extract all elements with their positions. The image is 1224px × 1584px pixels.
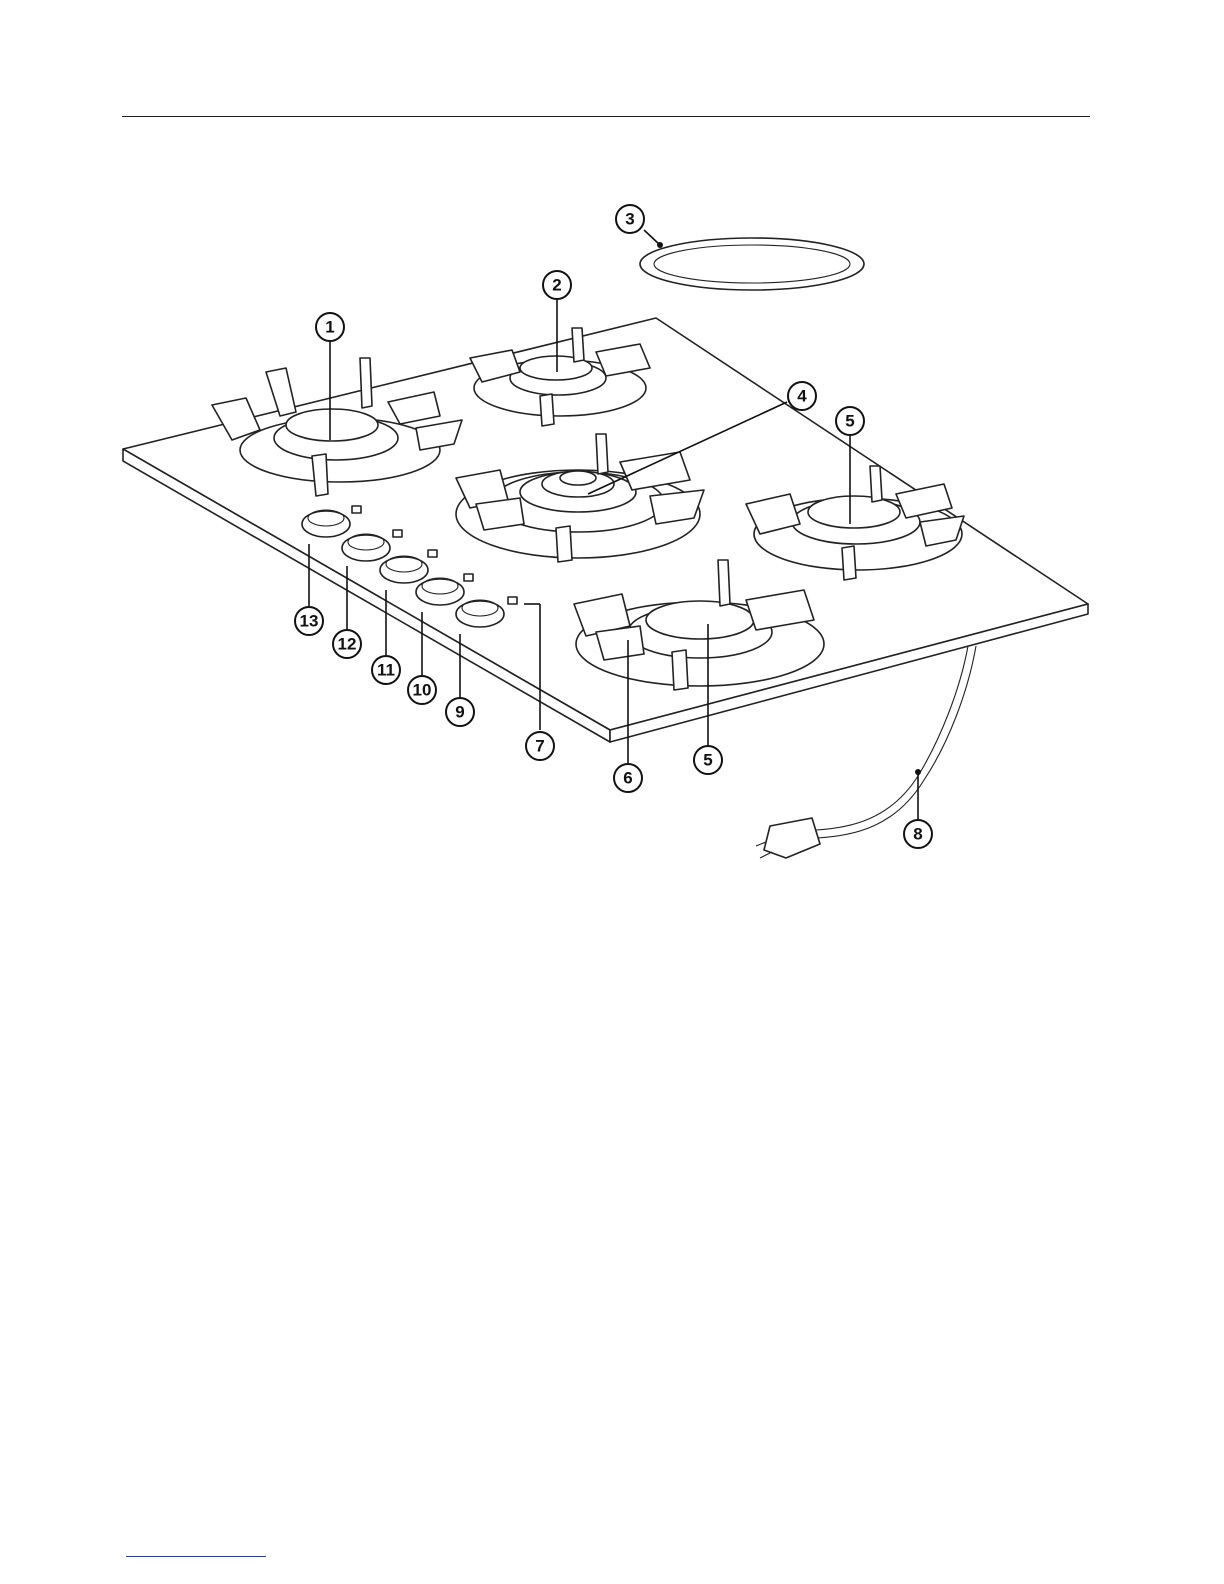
callout-1: 1 xyxy=(316,313,344,341)
callout-8: 8 xyxy=(904,820,932,848)
svg-text:12: 12 xyxy=(338,635,357,654)
footer-link-underline xyxy=(126,1556,266,1557)
callout-4: 4 xyxy=(788,382,816,410)
svg-text:6: 6 xyxy=(623,769,632,788)
svg-text:10: 10 xyxy=(413,681,432,700)
callout-12: 12 xyxy=(333,630,361,658)
svg-text:5: 5 xyxy=(703,751,712,770)
svg-text:9: 9 xyxy=(455,703,464,722)
callout-9: 9 xyxy=(446,698,474,726)
callout-10: 10 xyxy=(408,676,436,704)
callout-3: 3 xyxy=(616,205,644,233)
svg-text:1: 1 xyxy=(325,318,334,337)
callout-7: 7 xyxy=(526,732,554,760)
callout-2: 2 xyxy=(543,271,571,299)
svg-text:8: 8 xyxy=(913,825,922,844)
callout-5-right: 5 xyxy=(836,407,864,435)
svg-text:11: 11 xyxy=(377,661,395,680)
callout-6: 6 xyxy=(614,764,642,792)
callout-5-front: 5 xyxy=(694,746,722,774)
svg-text:5: 5 xyxy=(845,412,854,431)
callout-11: 11 xyxy=(372,656,400,684)
svg-text:2: 2 xyxy=(552,276,561,295)
wok-ring xyxy=(640,238,864,290)
svg-text:13: 13 xyxy=(300,612,319,631)
callout-13: 13 xyxy=(295,607,323,635)
svg-text:7: 7 xyxy=(535,737,544,756)
svg-text:3: 3 xyxy=(625,210,634,229)
svg-text:4: 4 xyxy=(797,387,807,406)
